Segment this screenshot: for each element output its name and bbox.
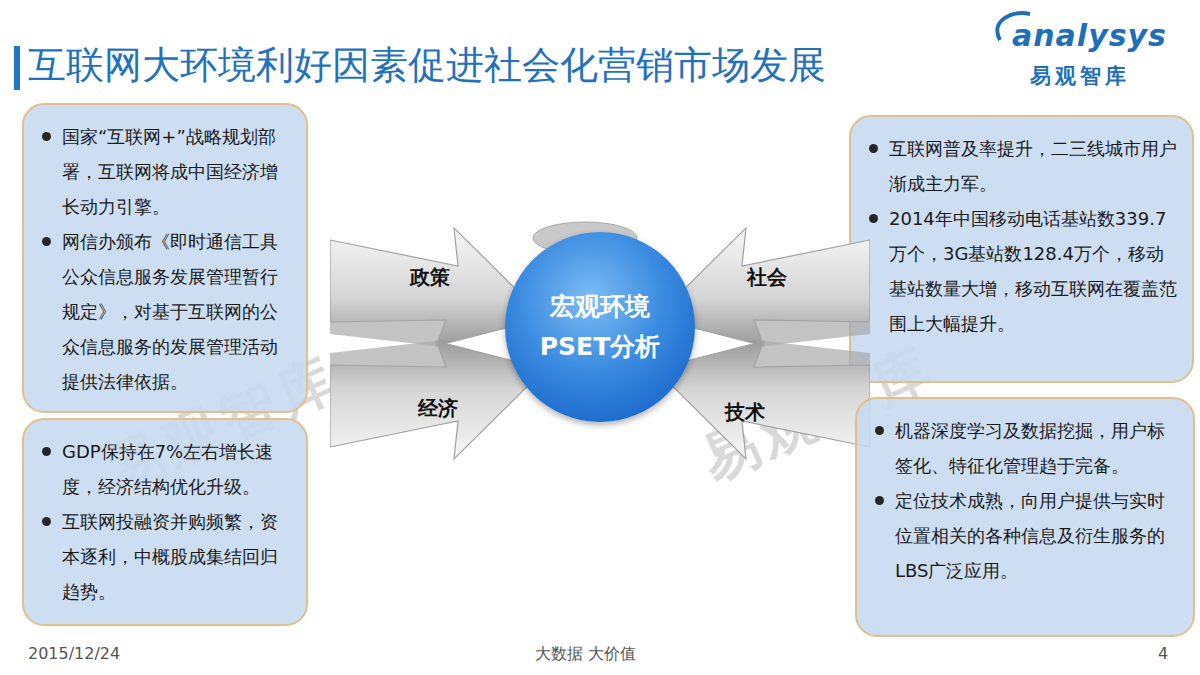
bullet-text: 机器深度学习及数据挖掘，用户标签化、特征化管理趋于完备。: [895, 420, 1165, 476]
circle-label: 宏观环境 PSET分析: [530, 287, 670, 367]
bullet-text: 互联网普及率提升，二三线城市用户渐成主力军。: [889, 138, 1177, 194]
bullet-item: 互联网普及率提升，二三线城市用户渐成主力军。: [867, 131, 1178, 201]
text-panel: 互联网普及率提升，二三线城市用户渐成主力军。 2014年中国移动电话基站数339.…: [849, 115, 1194, 383]
logo-name: 易观智库: [1030, 62, 1130, 90]
bullet-item: 2014年中国移动电话基站数339.7万个，3G基站数128.4万个，移动基站数…: [867, 201, 1178, 341]
bullet-text: 定位技术成熟，向用户提供与实时位置相关的各种信息及衍生服务的LBS广泛应用。: [895, 490, 1165, 581]
arrow-label: 技术: [725, 399, 765, 426]
page-number: 4: [1158, 644, 1168, 663]
arrow-side: [754, 341, 870, 367]
bullet-dot: [869, 144, 878, 153]
bullet-dot: [42, 447, 51, 456]
text-panel: GDP保持在7%左右增长速度，经济结构优化升级。互联网投融资并购频繁，资本逐利，…: [22, 418, 308, 626]
title-bar: [14, 46, 20, 90]
bullet-dot: [42, 237, 51, 246]
bullet-dot: [875, 426, 884, 435]
bullet-text: GDP保持在7%左右增长速度，经济结构优化升级。: [62, 441, 273, 497]
bullet-dot: [42, 132, 51, 141]
arrow-body: [330, 341, 545, 459]
bullet-item: 定位技术成熟，向用户提供与实时位置相关的各种信息及衍生服务的LBS广泛应用。: [873, 483, 1179, 588]
arrow-body: [655, 341, 870, 459]
text-panel: 国家“互联网+”战略规划部署，互联网将成中国经济增长动力引擎。网信办颁布《即时通…: [22, 103, 308, 413]
bullet-item: 机器深度学习及数据挖掘，用户标签化、特征化管理趋于完备。: [873, 413, 1179, 483]
text-panel: 机器深度学习及数据挖掘，用户标签化、特征化管理趋于完备。定位技术成熟，向用户提供…: [855, 397, 1195, 637]
bullet-dot: [875, 496, 884, 505]
bullet-text: 国家“互联网+”战略规划部署，互联网将成中国经济增长动力引擎。: [62, 126, 278, 217]
arrow-label: 经济: [418, 395, 458, 422]
center-circle: 宏观环境 PSET分析: [505, 232, 695, 422]
arrow-side: [330, 341, 446, 367]
bullet-text: 2014年中国移动电话基站数339.7万个，3G基站数128.4万个，移动基站数…: [889, 208, 1177, 334]
date: 2015/12/24: [28, 644, 120, 663]
arrow-label: 社会: [747, 264, 787, 291]
bullet-dot: [42, 517, 51, 526]
logo-wordmark: analysys: [1012, 18, 1167, 53]
bullet-item: 网信办颁布《即时通信工具公众信息服务发展管理暂行规定》，对基于互联网的公众信息服…: [40, 224, 292, 399]
arrow-label: 政策: [410, 264, 450, 291]
title: 互联网大环境利好因素促进社会化营销市场发展: [28, 40, 826, 91]
bullet-dot: [869, 214, 878, 223]
footer-slogan: 大数据 大价值: [535, 644, 636, 665]
bullet-text: 互联网投融资并购频繁，资本逐利，中概股成集结回归趋势。: [62, 511, 278, 602]
bullet-item: 互联网投融资并购频繁，资本逐利，中概股成集结回归趋势。: [40, 504, 292, 609]
bullet-text: 网信办颁布《即时通信工具公众信息服务发展管理暂行规定》，对基于互联网的公众信息服…: [62, 231, 278, 392]
bullet-item: GDP保持在7%左右增长速度，经济结构优化升级。: [40, 434, 292, 504]
bullet-item: 国家“互联网+”战略规划部署，互联网将成中国经济增长动力引擎。: [40, 119, 292, 224]
